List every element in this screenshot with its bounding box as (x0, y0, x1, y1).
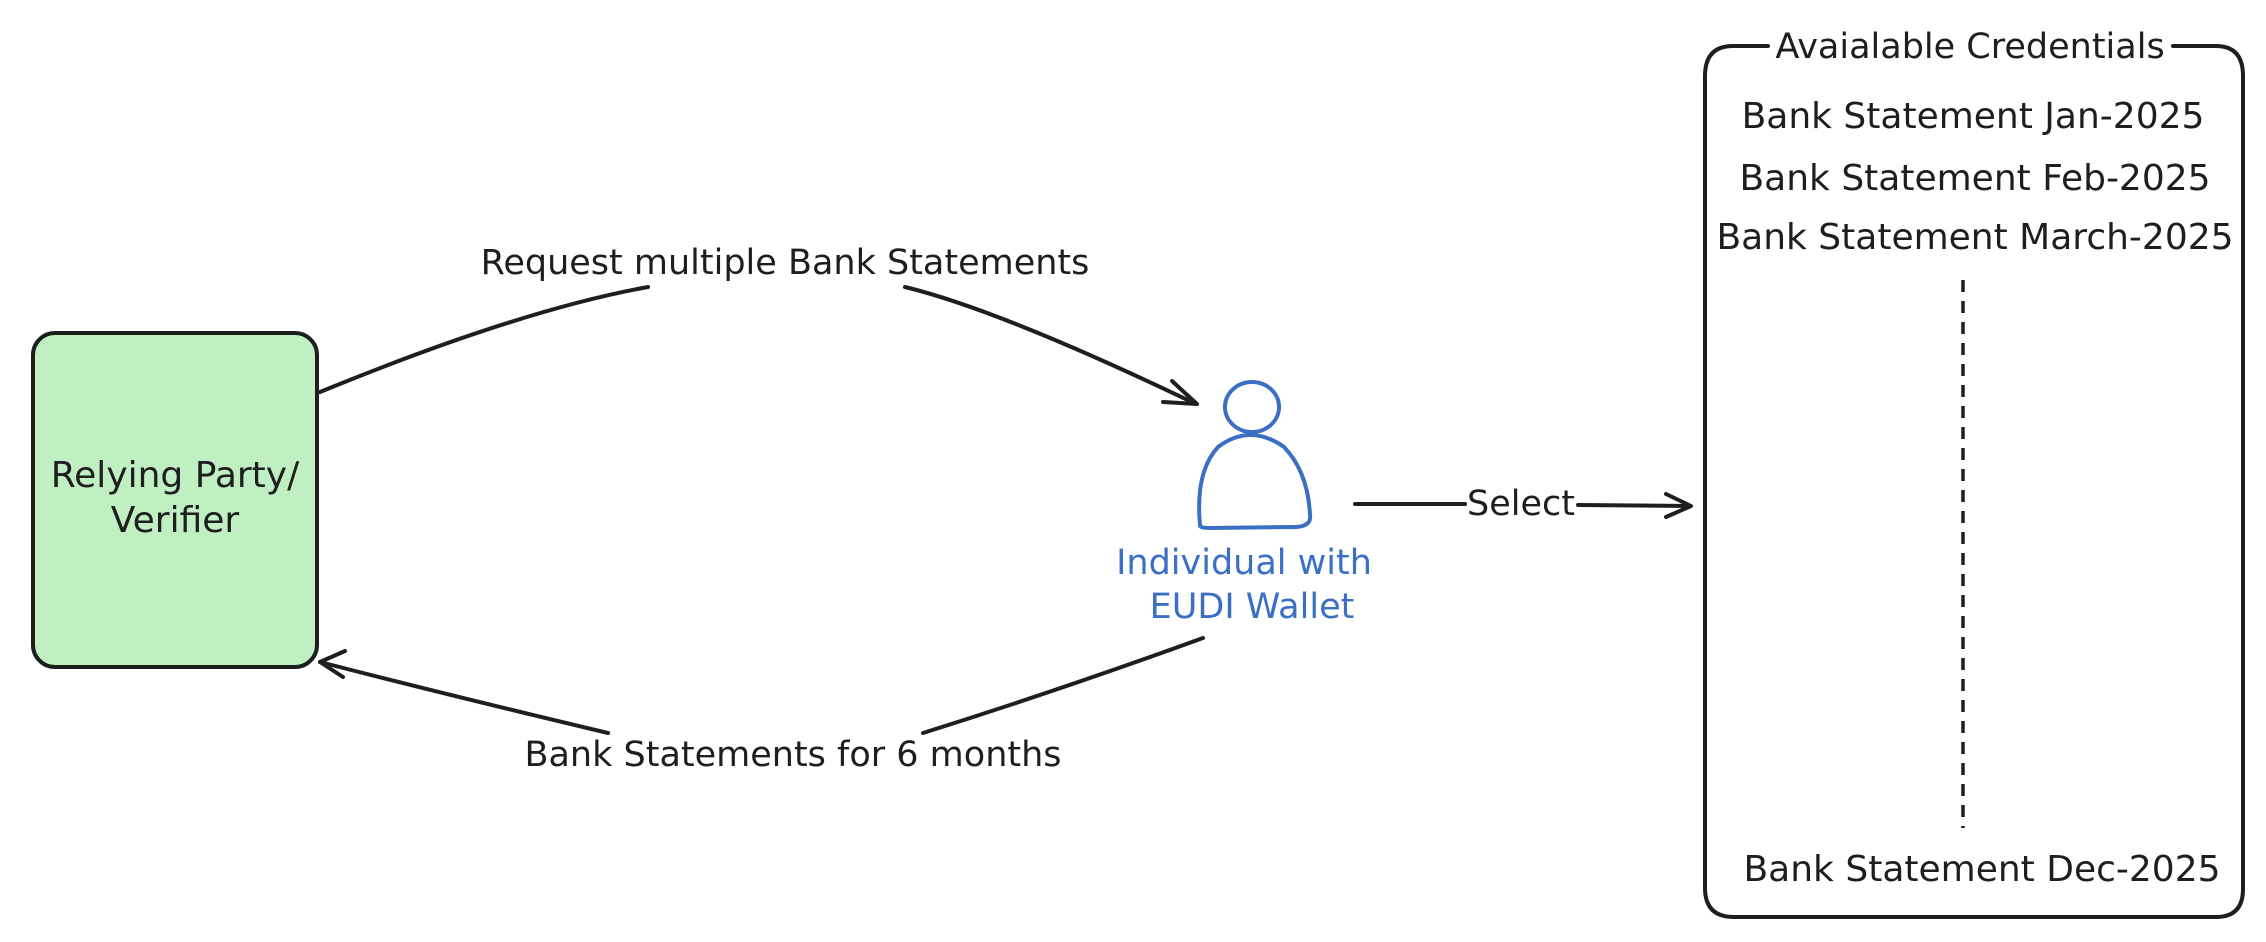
request-arrow-head (1161, 379, 1199, 406)
response-arrow-head (318, 649, 347, 679)
select-arrow-label: Select (1467, 484, 1575, 524)
response-arrow-label: Bank Statements for 6 months (524, 735, 1061, 775)
individual-label-line2: EUDI Wallet (1150, 587, 1355, 627)
select-arrow-line-right (1576, 503, 1692, 508)
relying-party-label-line2: Verifier (111, 500, 240, 541)
credential-item: Bank Statement Feb-2025 (1739, 158, 2210, 199)
relying-party-box (31, 331, 319, 669)
credentials-panel-border (1703, 44, 2245, 919)
individual-node: Individual with EUDI Wallet (1116, 380, 1372, 627)
request-arrow-label: Request multiple Bank Statements (481, 243, 1090, 283)
select-arrow: Select (1353, 484, 1693, 524)
credential-item: Bank Statement March-2025 (1716, 217, 2233, 258)
response-arrow-line-left (318, 660, 610, 735)
person-icon (1197, 380, 1313, 530)
request-arrow: Request multiple Bank Statements (318, 243, 1199, 406)
response-arrow-line-right (921, 636, 1205, 735)
credential-item: Bank Statement Jan-2025 (1742, 96, 2205, 137)
request-arrow-line-left (318, 285, 650, 394)
relying-party-node: Relying Party/ Verifier (31, 331, 319, 669)
request-arrow-line-right (903, 285, 1198, 406)
credentials-panel-title: Avaialable Credentials (1775, 27, 2164, 67)
credential-item-last: Bank Statement Dec-2025 (1743, 849, 2220, 890)
credentials-panel: Avaialable Credentials Bank Statement Ja… (1703, 27, 2245, 919)
response-arrow: Bank Statements for 6 months (318, 636, 1205, 775)
individual-label-line1: Individual with (1116, 543, 1372, 583)
select-arrow-head (1664, 492, 1693, 519)
relying-party-label-line1: Relying Party/ (51, 455, 300, 496)
